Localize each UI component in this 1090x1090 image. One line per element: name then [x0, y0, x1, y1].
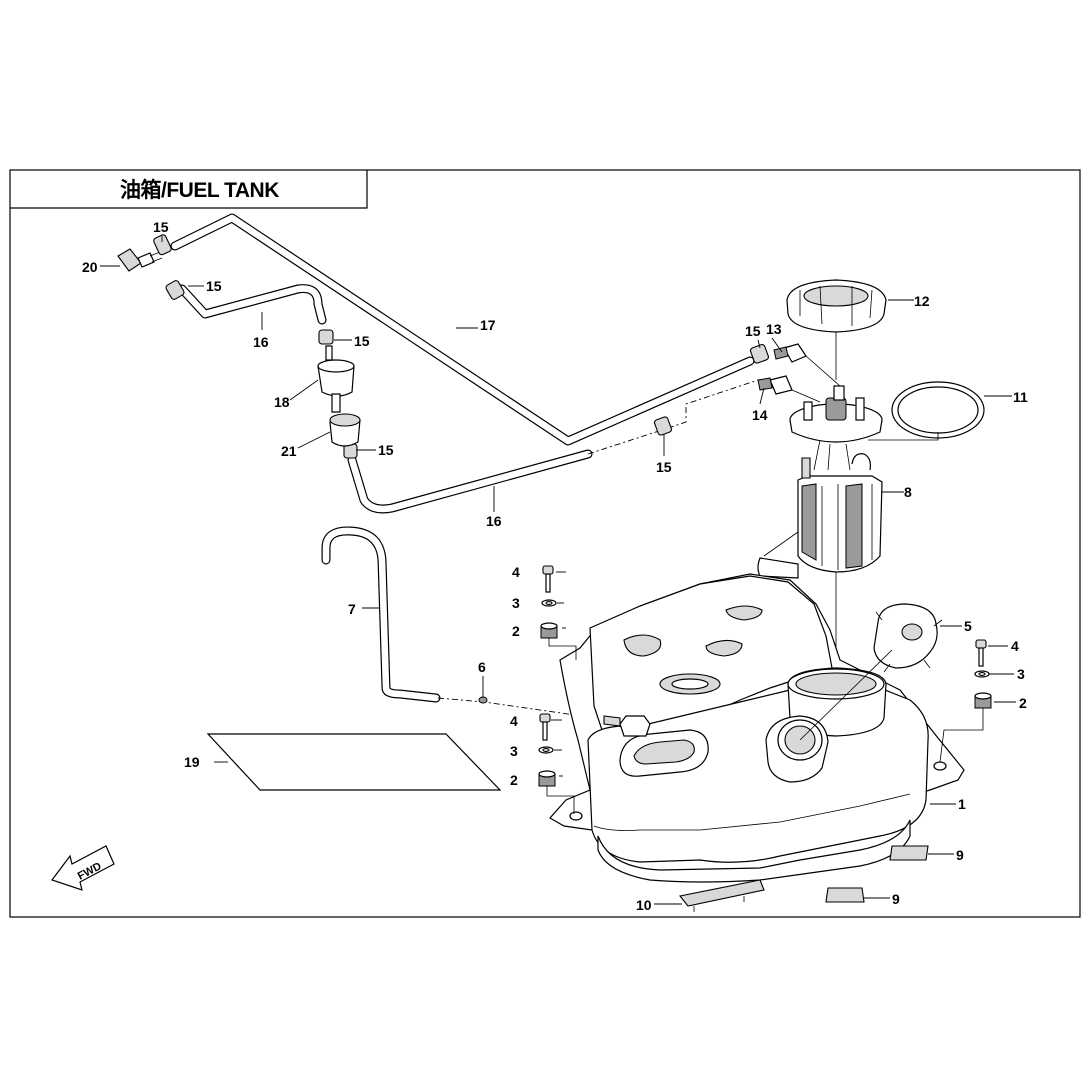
callout-13: 13 [766, 321, 782, 337]
callout-4: 4 [1011, 638, 1019, 654]
callout-2: 2 [510, 772, 518, 788]
mount-line-upper-left [548, 638, 577, 660]
callout-16: 16 [253, 334, 269, 350]
seal-ring-11 [891, 381, 985, 439]
filter-holder-21 [329, 413, 361, 447]
callout-7: 7 [348, 601, 356, 617]
leader-lines [100, 236, 1016, 905]
callout-14: 14 [752, 407, 768, 423]
fuel-filter-18 [317, 345, 355, 413]
callout-9: 9 [892, 891, 900, 907]
callout-3: 3 [512, 595, 520, 611]
callout-11: 11 [1013, 389, 1028, 405]
diagram-frame [9, 169, 1081, 918]
callout-10: 10 [636, 897, 652, 913]
seal-leader-line [868, 432, 939, 441]
pad-10 [679, 879, 765, 912]
clamp-15-pump [749, 344, 769, 364]
callout-21: 21 [281, 443, 297, 459]
cap-install-line [799, 649, 893, 741]
callout-1: 1 [958, 796, 966, 812]
title-box [10, 170, 368, 209]
hose-16-upper [177, 284, 327, 325]
fuel-pump-8 [757, 385, 883, 579]
callout-15: 15 [378, 442, 394, 458]
clamp-15-filter-top [318, 329, 334, 345]
mount-hardware-right [974, 639, 992, 709]
connector-13 [773, 343, 807, 363]
callout-4: 4 [510, 713, 518, 729]
fuel-tank-1 [549, 573, 965, 883]
fuel-cap-5 [873, 603, 943, 673]
callout-labels: 1 2 2 2 3 3 3 4 4 4 5 6 7 8 9 9 10 11 12… [82, 219, 1028, 913]
callout-9: 9 [956, 847, 964, 863]
connector-14 [757, 375, 793, 395]
callout-15: 15 [354, 333, 370, 349]
pad-9-bottom [825, 887, 865, 903]
clamp-15-hose-lower [653, 416, 673, 436]
diagram-title: 油箱/FUEL TANK [120, 178, 279, 202]
mount-line-lower-left [546, 786, 575, 814]
hose-7 [321, 526, 441, 703]
callout-6: 6 [478, 659, 486, 675]
callout-12: 12 [914, 293, 930, 309]
heat-shield-19 [206, 733, 502, 791]
clamp-15-top [153, 234, 172, 256]
lock-ring-12 [786, 279, 887, 333]
mount-hardware-lower-left [538, 713, 556, 787]
callout-15: 15 [656, 459, 672, 475]
mount-hardware-upper-left [540, 565, 558, 639]
callout-20: 20 [82, 259, 98, 275]
callout-5: 5 [964, 618, 972, 634]
hose-17 [170, 213, 755, 446]
callout-19: 19 [184, 754, 200, 770]
callout-4: 4 [512, 564, 520, 580]
callout-2: 2 [512, 623, 520, 639]
clamp-15-left [165, 280, 185, 300]
centerline-16 [587, 379, 759, 455]
pump-lines [791, 355, 841, 403]
callout-18: 18 [274, 394, 290, 410]
callout-3: 3 [1017, 666, 1025, 682]
callout-3: 3 [510, 743, 518, 759]
mount-line-right [939, 708, 984, 763]
hose-16-lower [347, 449, 593, 514]
callout-15: 15 [745, 323, 761, 339]
callout-17: 17 [480, 317, 496, 333]
connector-20 [117, 248, 163, 272]
clip-6 [478, 696, 488, 704]
callout-8: 8 [904, 484, 912, 500]
callout-15: 15 [153, 219, 169, 235]
callout-16: 16 [486, 513, 502, 529]
callout-15: 15 [206, 278, 222, 294]
callout-2: 2 [1019, 695, 1027, 711]
pad-9-right [889, 845, 929, 861]
fwd-arrow-icon: FWD [51, 845, 115, 891]
